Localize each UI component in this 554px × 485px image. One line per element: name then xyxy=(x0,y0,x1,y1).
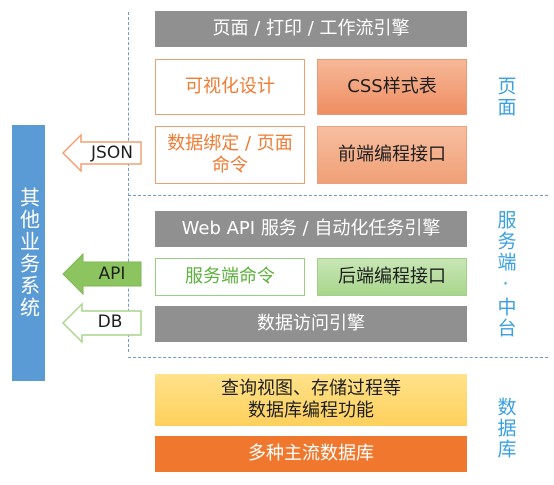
data-access-engine-box: 数据访问引擎 xyxy=(155,306,467,342)
api-arrow xyxy=(62,252,142,296)
mainstream-databases-label: 多种主流数据库 xyxy=(248,442,374,464)
data-binding-line2: 命令 xyxy=(212,155,248,176)
frontend-programming-box: 前端编程接口 xyxy=(317,126,467,184)
css-stylesheet-box: CSS样式表 xyxy=(317,59,467,115)
layer-label-page: 页面 xyxy=(491,72,519,122)
divider-service-database xyxy=(128,357,548,358)
mainstream-databases-box: 多种主流数据库 xyxy=(155,436,467,472)
vertical-dashed-line xyxy=(128,12,129,352)
layer-label-page-text: 页面 xyxy=(494,76,517,118)
db-arrow xyxy=(61,302,142,344)
page-print-workflow-engine-label: 页面 / 打印 / 工作流引擎 xyxy=(212,17,410,39)
layer-label-service: 服务端·中台 xyxy=(491,204,519,344)
data-binding-box: 数据绑定 / 页面 命令 xyxy=(155,126,305,184)
page-print-workflow-engine: 页面 / 打印 / 工作流引擎 xyxy=(155,11,467,47)
other-business-systems: 其他业务系统 xyxy=(12,125,45,381)
layer-label-database-text: 数据库 xyxy=(494,396,517,460)
divider-page-service xyxy=(128,195,548,196)
webapi-service-label: Web API 服务 / 自动化任务引擎 xyxy=(181,217,441,239)
visual-design-box: 可视化设计 xyxy=(155,59,305,115)
json-arrow xyxy=(61,133,142,173)
query-view-box: 查询视图、存储过程等 数据库编程功能 xyxy=(155,374,467,426)
css-stylesheet-label: CSS样式表 xyxy=(347,75,437,97)
backend-programming-box: 后端编程接口 xyxy=(317,258,467,296)
json-arrow-label: JSON xyxy=(91,143,133,163)
visual-design-label: 可视化设计 xyxy=(185,75,275,97)
server-command-label: 服务端命令 xyxy=(185,265,275,287)
api-arrow-label: API xyxy=(98,264,126,284)
webapi-service-box: Web API 服务 / 自动化任务引擎 xyxy=(155,211,467,247)
layer-label-database: 数据库 xyxy=(491,392,519,464)
data-access-engine-label: 数据访问引擎 xyxy=(257,312,365,334)
layer-label-service-text: 服务端·中台 xyxy=(494,209,517,339)
query-view-line2: 数据库编程功能 xyxy=(248,400,374,421)
data-binding-line1: 数据绑定 / 页面 xyxy=(167,132,293,154)
query-view-line1: 查询视图、存储过程等 xyxy=(221,377,401,399)
frontend-programming-label: 前端编程接口 xyxy=(338,143,446,165)
backend-programming-label: 后端编程接口 xyxy=(338,265,446,287)
db-arrow-label: DB xyxy=(97,312,123,332)
server-command-box: 服务端命令 xyxy=(155,258,305,296)
other-business-systems-label: 其他业务系统 xyxy=(16,187,41,319)
